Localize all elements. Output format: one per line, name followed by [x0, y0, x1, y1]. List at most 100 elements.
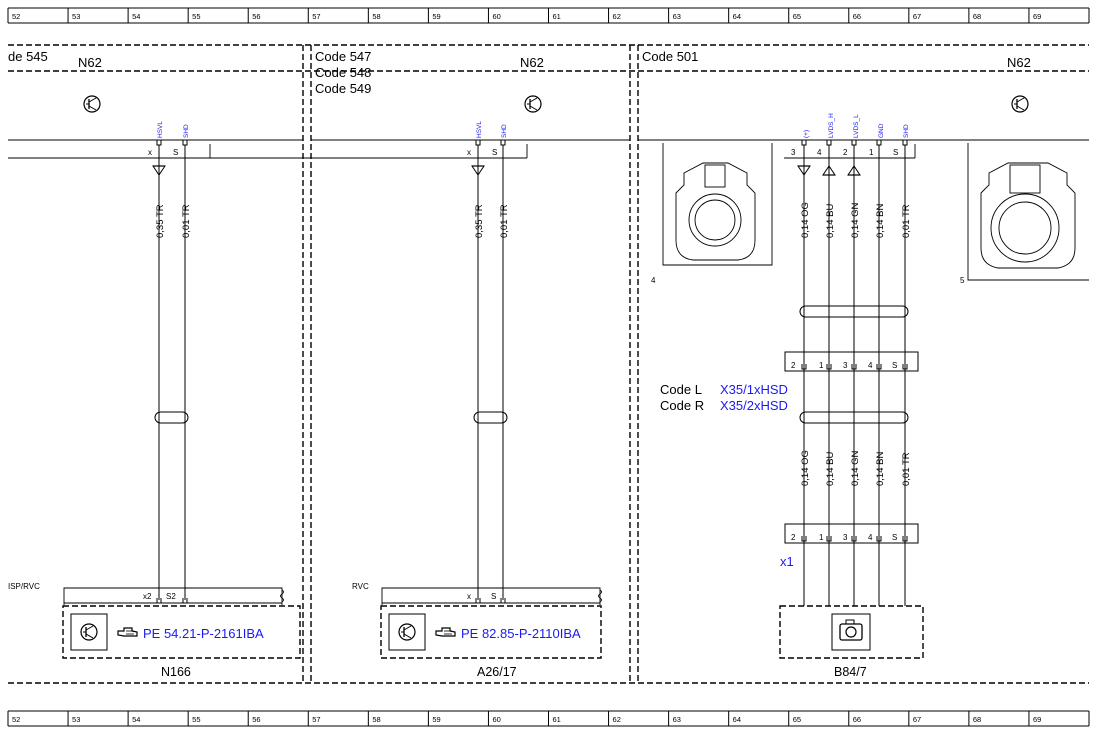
module-box — [380, 605, 602, 659]
wire-col-2: LVDS_H 4 0,14 BU 0,14 BU 1 1 — [817, 113, 836, 606]
signal-hsvl: HSVL — [157, 121, 164, 138]
grid-number: 65 — [793, 715, 801, 724]
module-bottom-label: ISP/RVC — [8, 582, 40, 591]
grid-number: 63 — [673, 715, 681, 724]
wire-label: 0,14 BU — [825, 452, 836, 486]
pin-number: 2 — [843, 148, 848, 157]
wire-label: 0,14 BN — [875, 204, 886, 238]
grid-number: 68 — [973, 12, 981, 21]
grid-number: 56 — [252, 12, 260, 21]
wire-col-1: (+) 3 0,14 OG 0,14 OG 2 2 — [791, 130, 811, 606]
grid-number: 68 — [973, 715, 981, 724]
pin-x: x — [467, 592, 471, 601]
reference-link[interactable]: PE 54.21-P-2161IBA — [143, 626, 264, 641]
module-label: B84/7 — [834, 665, 867, 679]
panel1-n62-label: N62 — [78, 55, 102, 70]
grid-number: 52 — [12, 12, 20, 21]
transistor-icon — [83, 95, 101, 113]
pin-number: 2 — [791, 533, 796, 542]
grid-number: 59 — [432, 715, 440, 724]
pin-number: S — [892, 361, 897, 370]
panel3-code-label: Code 501 — [642, 49, 698, 64]
pin-s2: S2 — [166, 592, 176, 601]
transistor-icon — [80, 623, 98, 641]
grid-number: 58 — [372, 715, 380, 724]
signal-label: GND — [878, 123, 885, 138]
signal-label: LVDS_L — [853, 114, 860, 138]
module-label: N166 — [161, 665, 191, 679]
pin-s: S — [492, 148, 497, 157]
transistor-icon — [524, 95, 542, 113]
signal-shd: SHD — [501, 124, 508, 138]
grid-number: 64 — [733, 12, 741, 21]
panel2-code-548: Code 548 — [315, 65, 371, 80]
grid-number: 65 — [793, 12, 801, 21]
grid-number: 60 — [492, 12, 500, 21]
pin-number: 1 — [819, 533, 824, 542]
panel1-code-label: de 545 — [8, 49, 48, 64]
grid-number: 57 — [312, 12, 320, 21]
grid-number: 69 — [1033, 12, 1041, 21]
wire-label: 0,14 OG — [800, 202, 811, 238]
panel-frames — [8, 44, 1089, 684]
inline-connector — [784, 351, 919, 372]
signal-shd: SHD — [183, 124, 190, 138]
grid-number: 67 — [913, 12, 921, 21]
grid-number: 62 — [613, 715, 621, 724]
module-box — [779, 605, 924, 659]
wire-label: 0,14 BN — [875, 452, 886, 486]
signal-hsvl: HSVL — [476, 121, 483, 138]
connector-name-l: X35/1xHSD — [720, 382, 788, 397]
grid-number: 61 — [553, 715, 561, 724]
grid-number: 58 — [372, 12, 380, 21]
signal-label: SHD — [903, 124, 910, 138]
shield-sleeve — [799, 305, 909, 318]
transistor-icon — [1011, 95, 1029, 113]
grid-number: 53 — [72, 12, 80, 21]
reference-link[interactable]: PE 82.85-P-2110IBA — [461, 626, 581, 641]
grid-number: 66 — [853, 12, 861, 21]
pin-number: 4 — [817, 148, 822, 157]
connector-name-r: X35/2xHSD — [720, 398, 788, 413]
panel-3: Code 501 N62 4 5 (+) 3 — [638, 49, 1089, 679]
plug-label-left: 4 — [651, 276, 656, 285]
grid-number: 60 — [492, 715, 500, 724]
pin-number: S — [893, 148, 898, 157]
wire-label: 0,14 OG — [800, 450, 811, 486]
grid-number: 55 — [192, 715, 200, 724]
grid-number: 53 — [72, 715, 80, 724]
wire-col-4: GND 1 0,14 BN 0,14 BN 4 4 — [868, 123, 886, 606]
inline-connector — [784, 523, 919, 544]
signal-label: LVDS_H — [828, 113, 835, 138]
pin-number: 2 — [791, 361, 796, 370]
wire-col-5: SHD S 0,01 TR 0,01 TR S S — [892, 124, 912, 606]
grid-number: 52 — [12, 715, 20, 724]
reference-hand-icon — [117, 627, 138, 637]
grid-number: 57 — [312, 715, 320, 724]
plug-label-right: 5 — [960, 276, 965, 285]
wire-label: 0,01 TR — [181, 204, 192, 238]
pin-number: 1 — [869, 148, 874, 157]
grid-number: 59 — [432, 12, 440, 21]
pin-number: 1 — [819, 361, 824, 370]
wire-label: 0,01 TR — [901, 204, 912, 238]
pin-x2: x2 — [143, 592, 152, 601]
pin-number: 3 — [791, 148, 796, 157]
panel-2: Code 547 Code 548 Code 549 N62 HSVL SHD … — [8, 49, 630, 679]
wire-label: 0,14 BU — [825, 204, 836, 238]
grid-number: 64 — [733, 715, 741, 724]
wire-label: 0,35 TR — [155, 204, 166, 238]
camera-icon — [831, 613, 871, 651]
wire-label: 0,14 GN — [850, 450, 861, 486]
camera-plug-right — [967, 143, 1089, 281]
grid-number: 56 — [252, 715, 260, 724]
grid-number: 62 — [613, 12, 621, 21]
pin-s: S — [173, 148, 178, 157]
pin-number: 4 — [868, 533, 873, 542]
grid-number: 61 — [553, 12, 561, 21]
x1-label: x1 — [780, 554, 794, 569]
connector-code-r: Code R — [660, 398, 704, 413]
grid-number: 54 — [132, 715, 140, 724]
